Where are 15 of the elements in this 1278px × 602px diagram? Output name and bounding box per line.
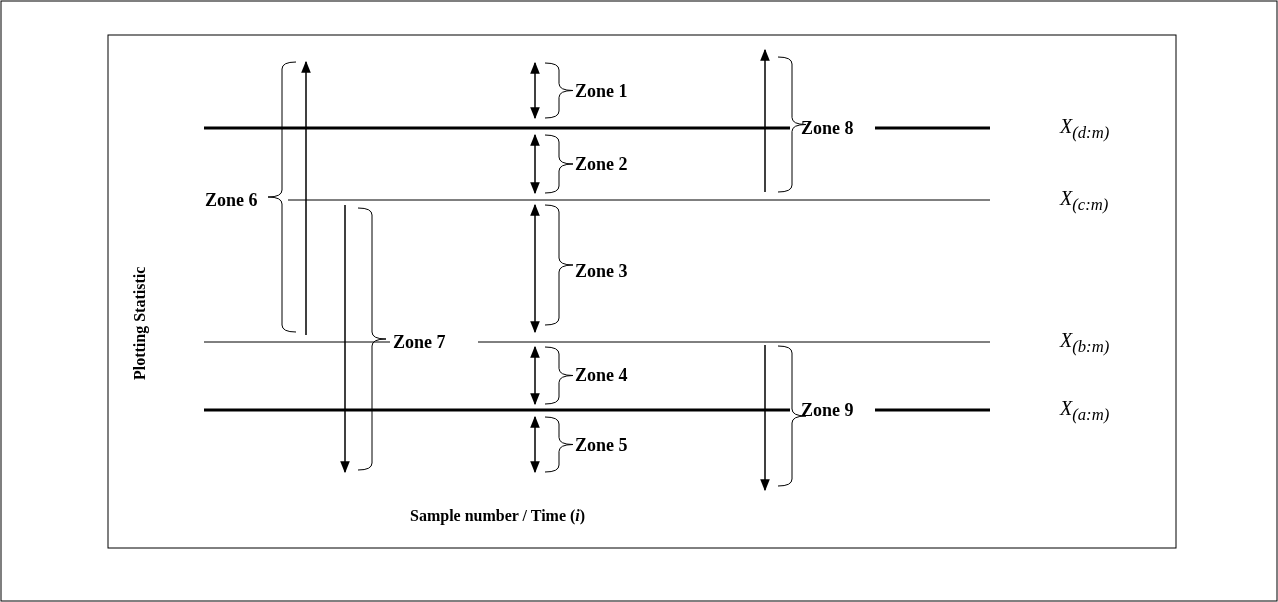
zone-label: Zone 3 — [575, 262, 628, 280]
limit-label: X$_{(b:m)}$ — [1060, 330, 1110, 356]
zone-label: Zone 6 — [205, 191, 258, 209]
limit-label: X$_{(d:m)}$ — [1060, 116, 1110, 142]
zone-label: Zone 7 — [393, 333, 446, 351]
zone-label: Zone 8 — [801, 119, 854, 137]
axis-title: Plotting Statistic — [132, 266, 148, 380]
limit-label: X$_{(c:m)}$ — [1060, 188, 1109, 214]
zone-label: Zone 9 — [801, 401, 854, 419]
zone-label: Zone 2 — [575, 155, 628, 173]
limit-label: X$_{(a:m)}$ — [1060, 398, 1110, 424]
zone-label: Zone 5 — [575, 436, 628, 454]
zone-label: Zone 1 — [575, 82, 628, 100]
axis-title: Sample number / Time (i) — [410, 508, 586, 524]
zone-label: Zone 4 — [575, 366, 628, 384]
